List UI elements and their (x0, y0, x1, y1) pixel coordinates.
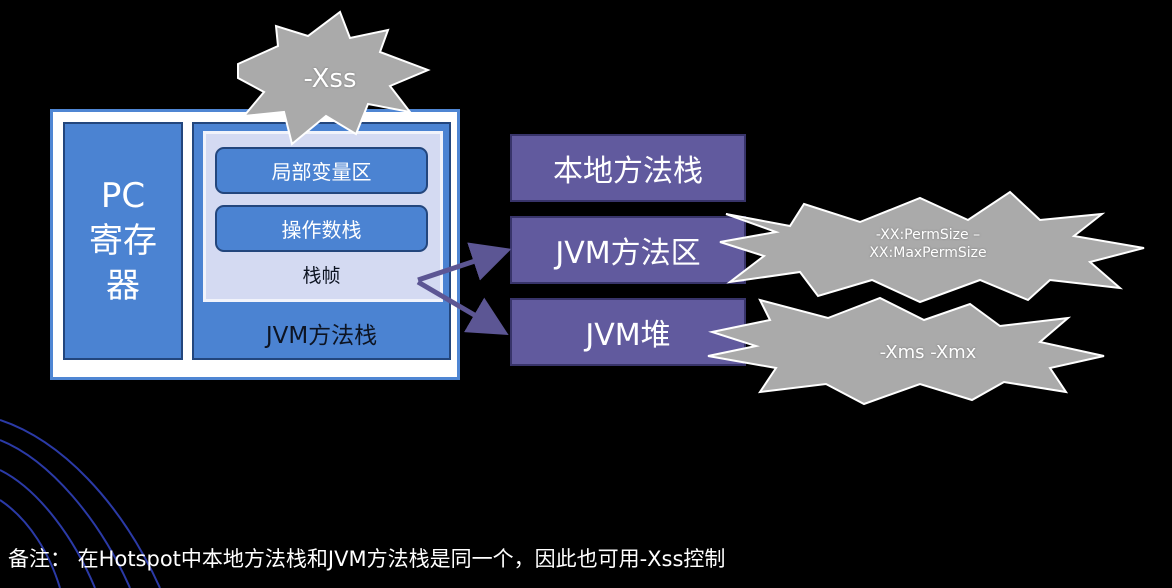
footnote: 备注： 在Hotspot中本地方法栈和JVM方法栈是同一个，因此也可用-Xss控… (8, 547, 726, 571)
heap-box: JVM堆 (510, 298, 746, 366)
local-vars-label: 局部变量区 (271, 160, 372, 184)
jvm-stack-label: JVM方法栈 (265, 323, 378, 349)
xss-burst-label: -Xss (303, 64, 357, 94)
operand-stack-label: 操作数栈 (281, 218, 362, 242)
native-stack-label: 本地方法栈 (553, 154, 703, 189)
native-stack-box: 本地方法栈 (510, 134, 746, 202)
pc-register-label: PC 寄存 器 (89, 175, 157, 306)
xss-burst-shape (237, 10, 431, 146)
pc-register-box: PC 寄存 器 (63, 122, 183, 360)
local-vars-box: 局部变量区 (215, 147, 428, 194)
perm-burst-label: -XX:PermSize – XX:MaxPermSize (869, 227, 987, 261)
heap-label: JVM堆 (585, 318, 671, 353)
arrow-to-method-area (417, 242, 512, 283)
heap-burst-label: -Xms -Xmx (879, 342, 977, 363)
arrow-to-heap (416, 279, 509, 336)
perm-burst-shape (719, 190, 1145, 304)
stack-frame-label: 栈帧 (302, 265, 341, 287)
method-area-label: JVM方法区 (555, 236, 701, 271)
method-area-box: JVM方法区 (510, 216, 746, 284)
heap-burst-shape (707, 296, 1105, 406)
operand-stack-box: 操作数栈 (215, 205, 428, 252)
